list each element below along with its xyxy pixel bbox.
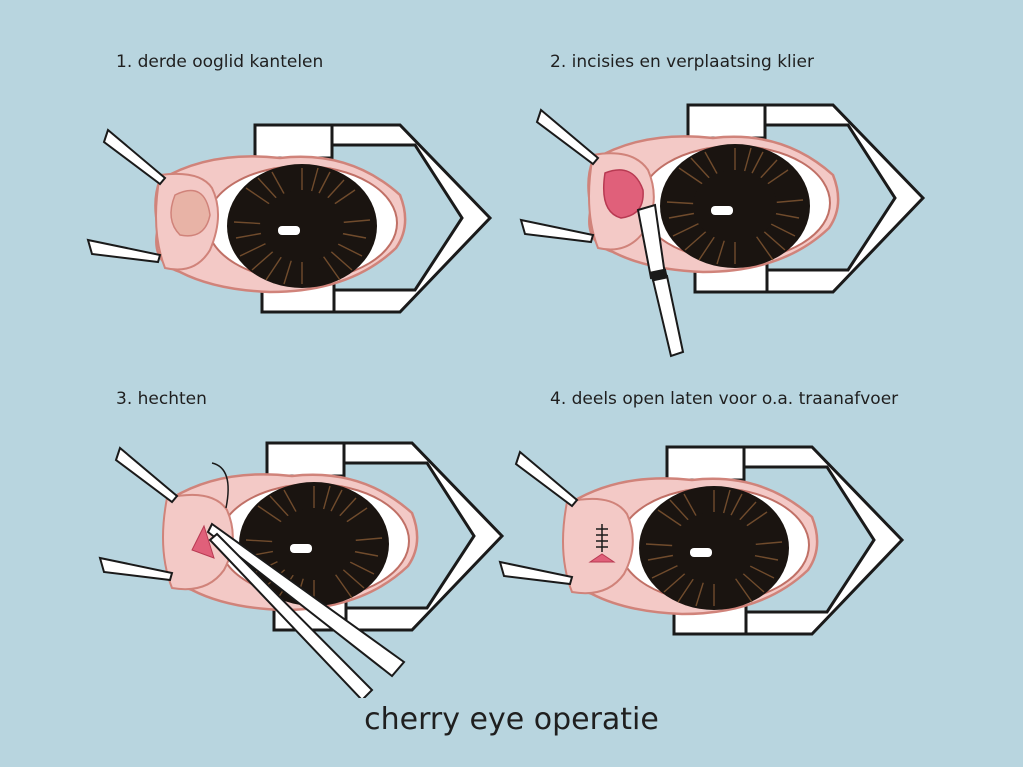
step-1-label: 1. derde ooglid kantelen (116, 52, 324, 72)
panel-step-4 (499, 445, 904, 636)
forceps-upper-icon (103, 129, 166, 185)
panel-step-3 (99, 441, 504, 698)
diagram-title: cherry eye operatie (364, 702, 659, 737)
scalpel-icon (636, 203, 685, 358)
gland-incision (588, 152, 655, 251)
panel-step-1 (87, 123, 492, 314)
step-4-label: 4. deels open laten voor o.a. traanafvoe… (550, 389, 899, 409)
sutured-gland (562, 497, 634, 595)
needle-holder-icon (206, 522, 406, 698)
forceps-lower-icon (87, 239, 161, 263)
third-eyelid (155, 172, 220, 271)
panel-step-2 (520, 103, 925, 358)
step-3-label: 3. hechten (116, 389, 207, 409)
suture-area (162, 462, 234, 591)
step-2-label: 2. incisies en verplaatsing klier (550, 52, 814, 72)
